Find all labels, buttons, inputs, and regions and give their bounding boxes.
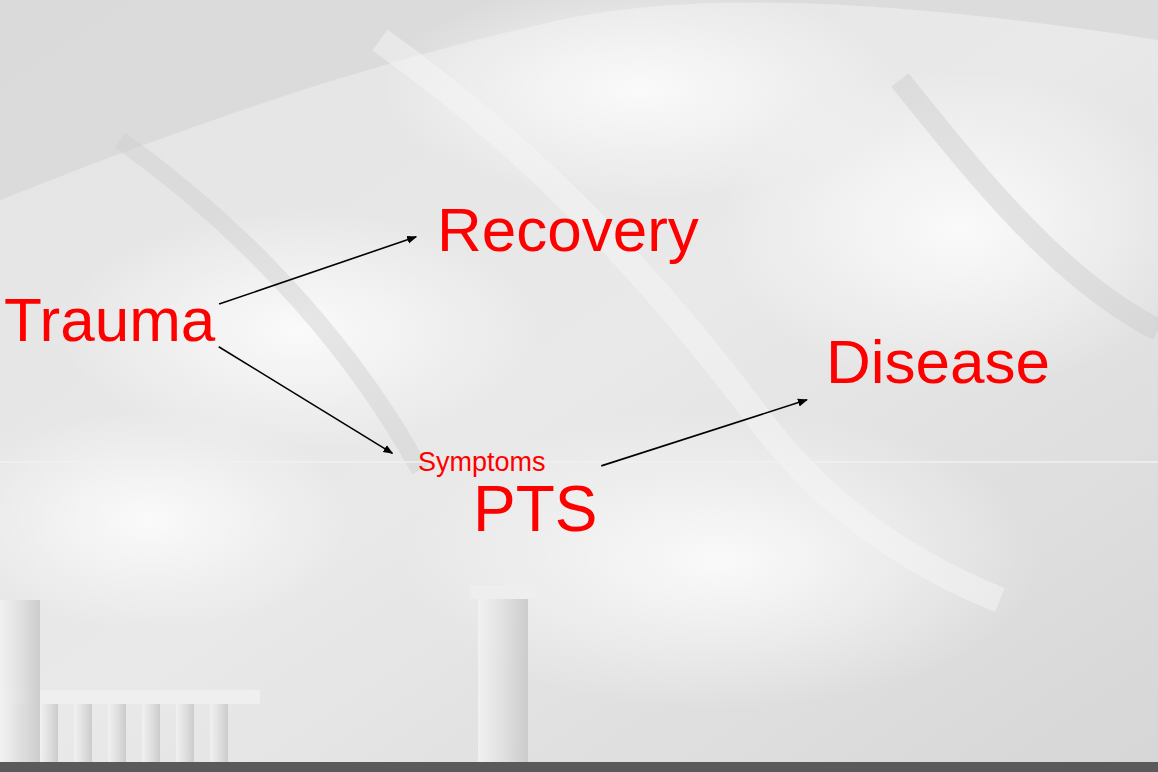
cause-label: Trauma [4,284,215,355]
node-label: Recovery [437,194,699,265]
node-label: Symptoms [418,448,546,476]
arrow-connector [601,400,807,466]
outcome-label: Recovery [437,194,699,265]
outcome-label: Disease [826,326,1050,397]
arrow-connector [219,237,416,304]
node-label: Trauma [4,284,215,355]
node-sublabel: PTS [473,476,597,543]
node-label: Disease [826,326,1050,397]
arrow-connector [219,347,393,454]
symptom-label: SymptomsPTS [418,448,597,544]
